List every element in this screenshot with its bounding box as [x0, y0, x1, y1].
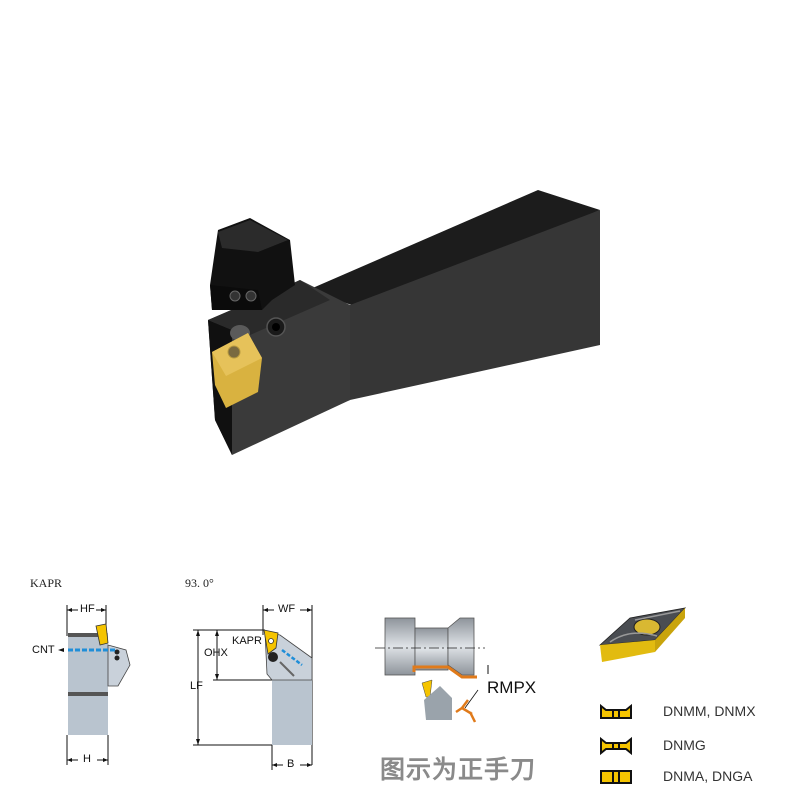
kapr-label: KAPR [232, 635, 262, 647]
front-view-title: KAPR [30, 576, 63, 590]
insert-chipbreaker-mg-icon [600, 736, 632, 756]
tool-holder-illustration [208, 190, 600, 455]
b-label: B [287, 758, 295, 770]
top-view-title: 93. 0° [185, 576, 214, 590]
legend-label: DNMG [663, 737, 706, 753]
insert-flat-ma-icon [600, 770, 632, 784]
ohx-label: OHX [204, 647, 228, 659]
rmpx-label: RMPX [487, 678, 537, 697]
operation-diagram: RMPX [370, 600, 580, 730]
front-view-diagram: HF CNT H [0, 590, 170, 780]
right-hand-tool-caption: 图示为正手刀 [380, 755, 537, 784]
hf-label: HF [80, 603, 95, 615]
legend-label: DNMM, DNMX [663, 703, 756, 719]
h-label: H [83, 753, 91, 765]
insert-chipbreaker-mm-icon [600, 703, 632, 719]
top-view-diagram: WF KAPR OHX LF B [170, 590, 340, 780]
lf-label: LF [190, 680, 203, 692]
cnt-label: CNT [32, 644, 55, 656]
legend-label: DNMA, DNGA [663, 768, 753, 784]
tool-holder-render [208, 190, 600, 455]
insert-image [595, 600, 690, 670]
wf-label: WF [278, 603, 296, 615]
